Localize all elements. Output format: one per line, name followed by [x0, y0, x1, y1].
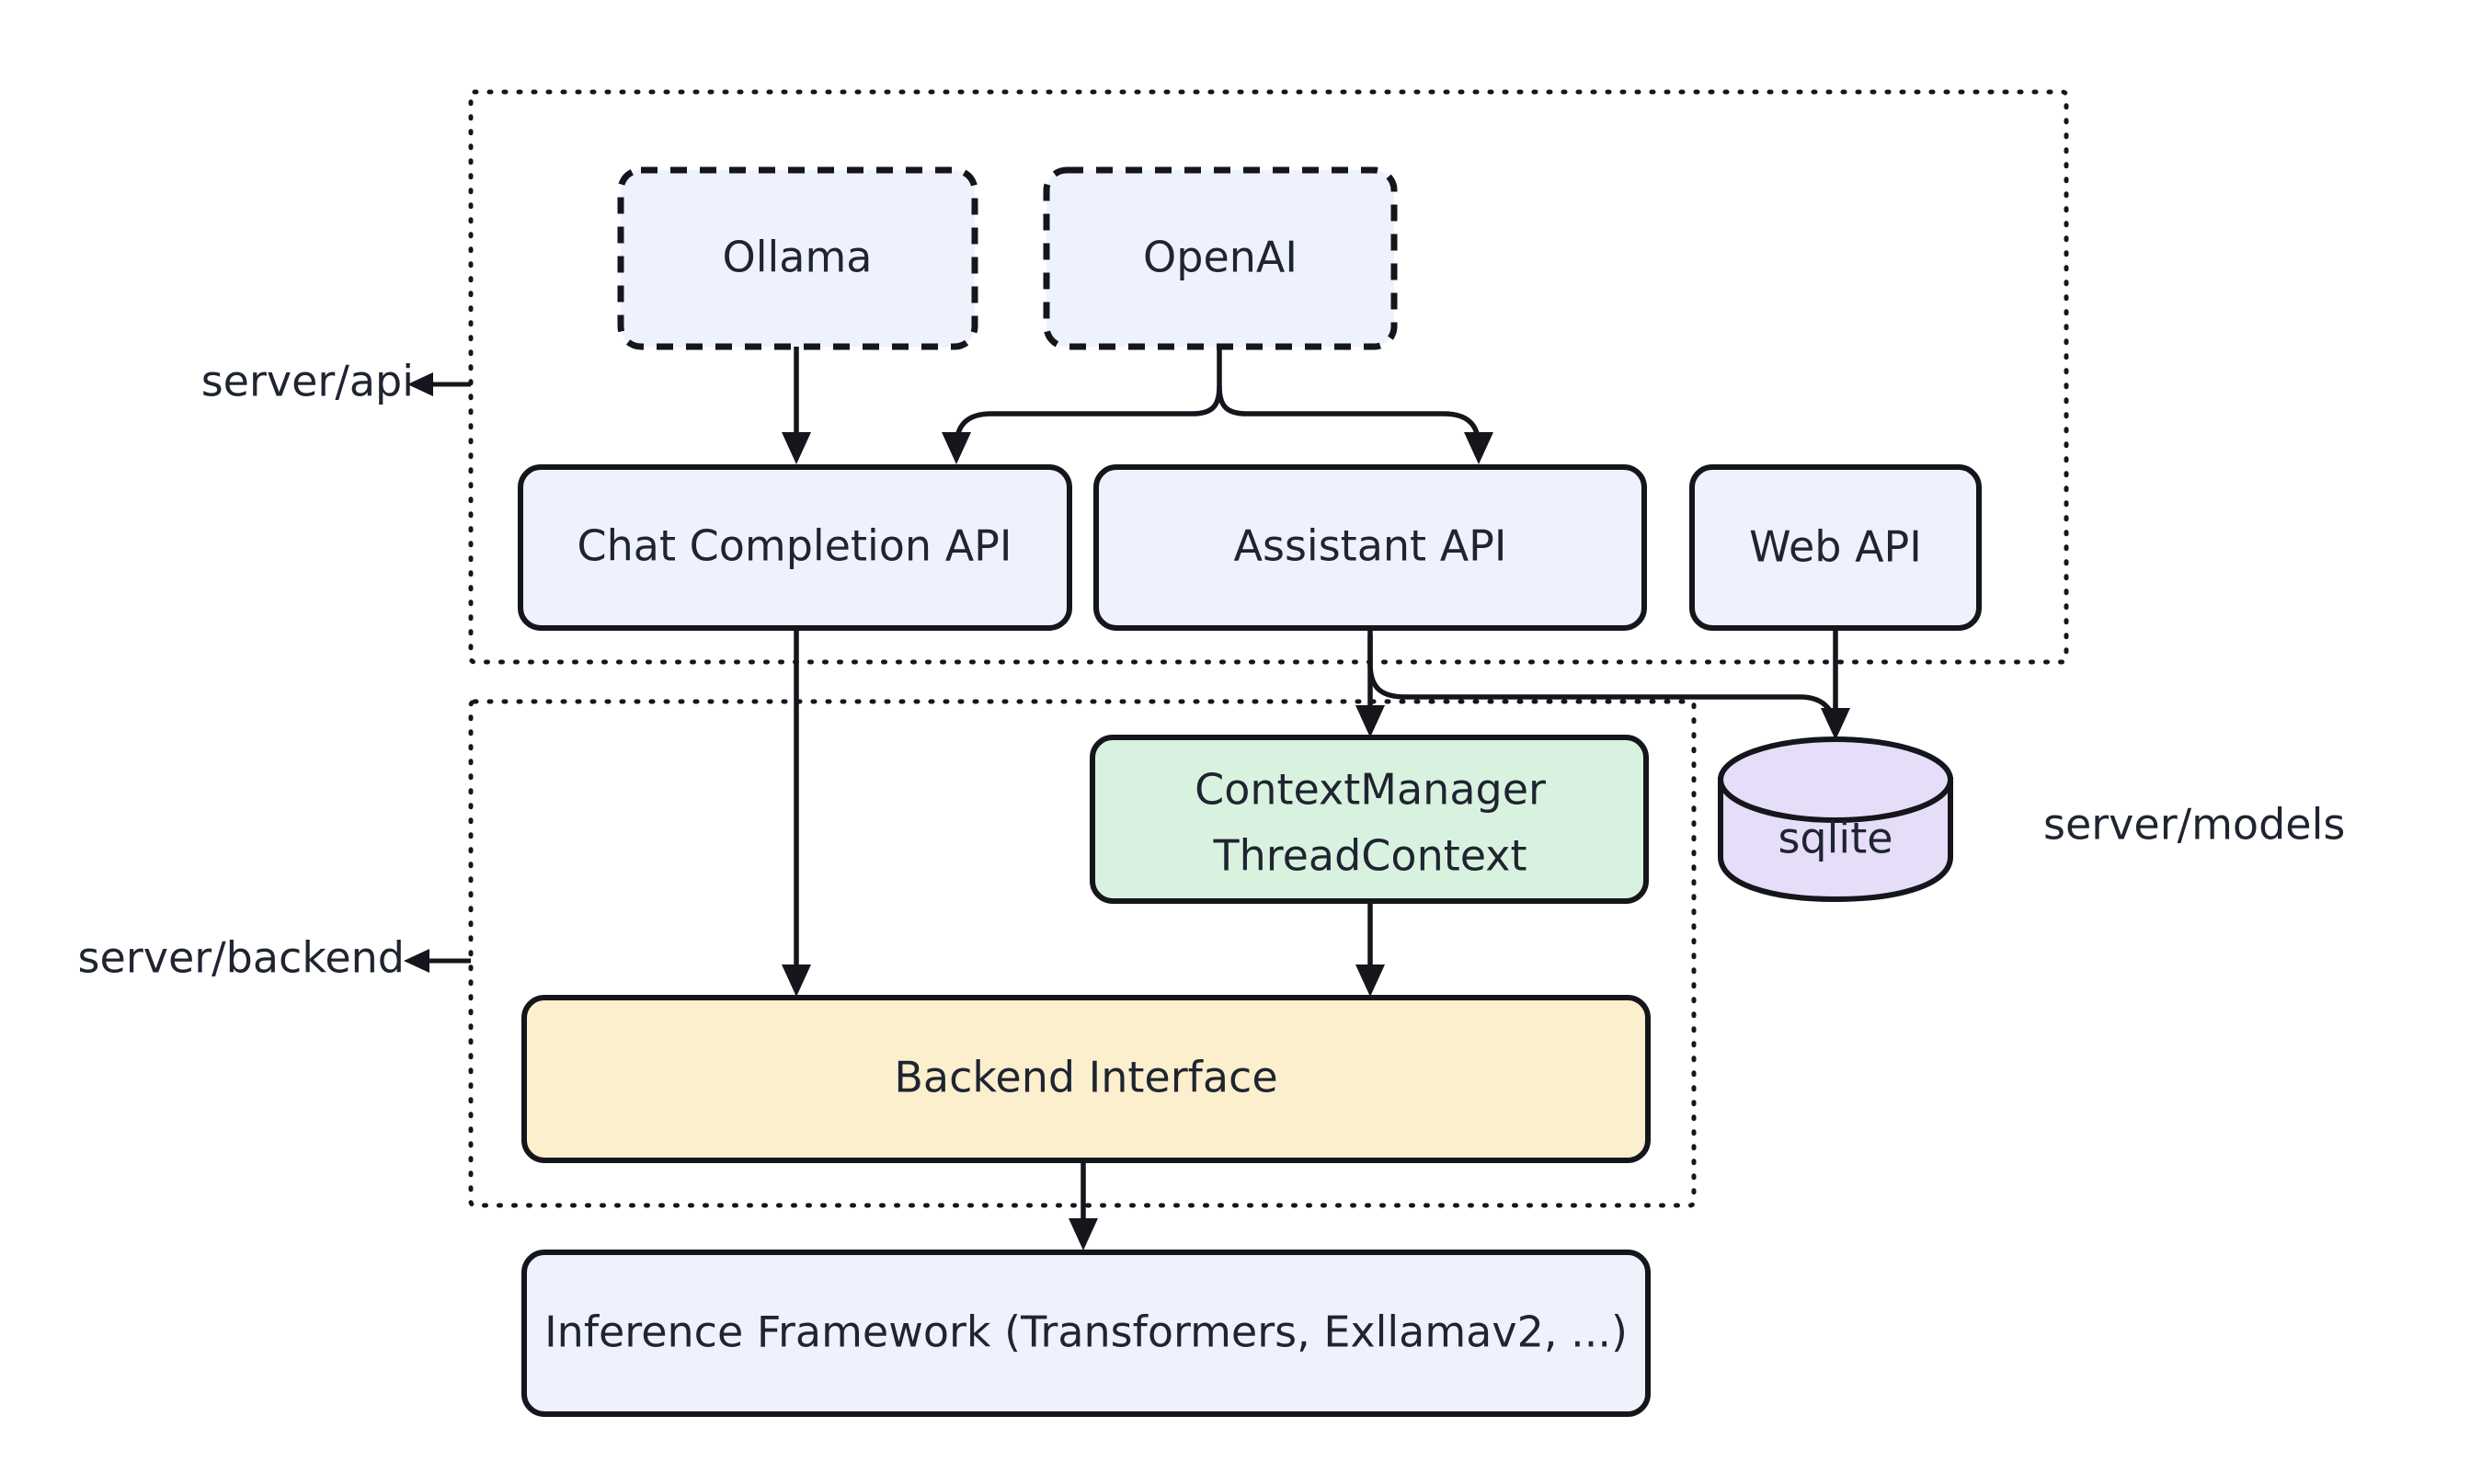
node-chat-completion-api[interactable]: Chat Completion API — [518, 464, 1072, 631]
node-web-api-label: Web API — [1749, 522, 1922, 572]
node-assistant-api[interactable]: Assistant API — [1093, 464, 1647, 631]
node-assistant-api-label: Assistant API — [1234, 521, 1507, 571]
group-label-api-arrow — [407, 372, 471, 396]
node-chat-completion-api-label: Chat Completion API — [577, 521, 1012, 571]
group-label-models: server/models — [2043, 800, 2345, 850]
node-openai[interactable]: OpenAI — [1043, 166, 1398, 350]
node-backend-interface[interactable]: Backend Interface — [521, 995, 1651, 1163]
group-container-backend — [468, 699, 1697, 1208]
node-inference-framework[interactable]: Inference Framework (Transformers, Exlla… — [521, 1250, 1651, 1417]
node-backend-interface-label: Backend Interface — [894, 1053, 1277, 1102]
node-inference-framework-label: Inference Framework (Transformers, Exlla… — [544, 1307, 1628, 1357]
group-label-backend: server/backend — [78, 933, 405, 983]
edge-ollama-to-chat-completion-api — [782, 347, 811, 464]
edge-chat-completion-api-to-backend-interface — [782, 628, 811, 997]
node-web-api[interactable]: Web API — [1689, 464, 1982, 631]
node-ollama-label: Ollama — [723, 233, 873, 282]
edge-openai-fork — [942, 347, 1493, 464]
group-label-api: server/api — [201, 357, 414, 406]
node-sqlite[interactable]: sqlite — [1718, 736, 1953, 903]
node-context-manager-label-line2: ThreadContext — [1212, 831, 1527, 881]
node-sqlite-label: sqlite — [1778, 814, 1893, 863]
node-ollama[interactable]: Ollama — [617, 166, 978, 350]
group-label-backend-arrow — [404, 949, 471, 973]
node-context-manager[interactable]: ContextManager ThreadContext — [1090, 735, 1649, 904]
node-context-manager-label-line1: ContextManager — [1195, 765, 1546, 815]
group-container-api — [468, 89, 2069, 665]
edge-backend-interface-to-inference-framework — [1069, 1160, 1098, 1250]
edge-web-api-to-sqlite — [1821, 628, 1850, 740]
edge-assistant-api-to-sqlite — [1367, 634, 1838, 735]
edge-context-manager-to-backend-interface — [1355, 901, 1385, 997]
node-openai-label: OpenAI — [1143, 233, 1298, 282]
